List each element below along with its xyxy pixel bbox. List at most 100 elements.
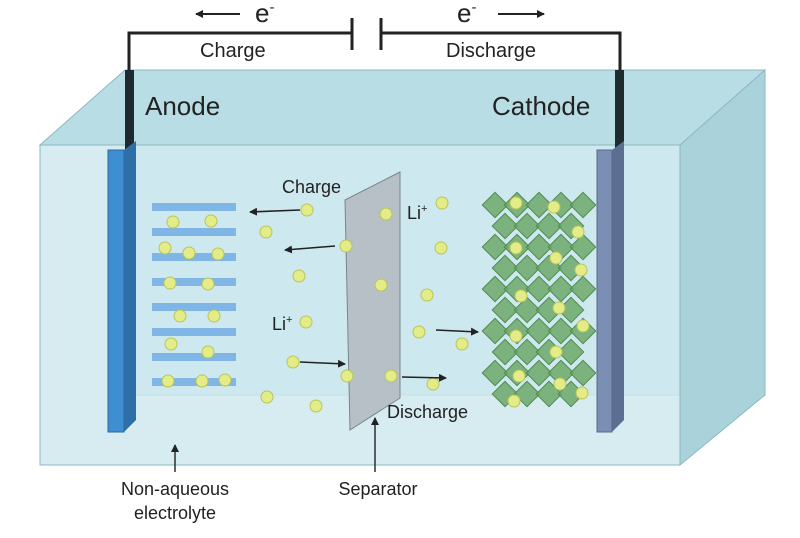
lithium-ion xyxy=(201,345,215,359)
cathode-crystal xyxy=(525,359,553,387)
lithium-ion xyxy=(507,394,521,408)
lithium-ion xyxy=(218,373,232,387)
lithium-ion xyxy=(420,288,434,302)
cathode-crystal xyxy=(525,275,553,303)
lithium-ion xyxy=(549,251,563,265)
anode-label: Anode xyxy=(145,91,220,121)
cathode-plate-side xyxy=(612,141,624,432)
anode-plate xyxy=(107,149,125,433)
lithium-ion xyxy=(286,355,300,369)
cathode-crystal xyxy=(569,233,597,261)
lithium-ion xyxy=(201,277,215,291)
lithium-ion xyxy=(164,337,178,351)
lithium-ion xyxy=(211,247,225,261)
li-ion-label-lower: Li+ xyxy=(272,314,292,334)
anode-layer xyxy=(152,328,236,336)
discharge-label-mid: Discharge xyxy=(387,402,468,422)
lithium-ion xyxy=(339,239,353,253)
separator-label: Separator xyxy=(338,479,417,499)
lithium-ion xyxy=(547,200,561,214)
cathode-crystal xyxy=(513,338,541,366)
lithium-ion xyxy=(195,374,209,388)
anode-terminal xyxy=(125,70,134,150)
lithium-ion xyxy=(574,263,588,277)
electrolyte-label-line1: Non-aqueous xyxy=(121,479,229,499)
lithium-ion xyxy=(300,203,314,217)
lithium-ion xyxy=(259,225,273,239)
cathode-crystal xyxy=(525,317,553,345)
anode-layer xyxy=(152,203,236,211)
lithium-ion xyxy=(455,337,469,351)
cathode-crystal xyxy=(535,212,563,240)
cathode-crystal xyxy=(557,338,585,366)
cathode-crystal xyxy=(547,275,575,303)
cathode-crystal xyxy=(557,296,585,324)
cathode-terminal xyxy=(615,70,624,150)
cathode-crystal xyxy=(525,233,553,261)
cathode xyxy=(596,141,624,433)
lithium-ion xyxy=(374,278,388,292)
lithium-ions xyxy=(158,196,590,413)
cathode-crystal xyxy=(491,254,519,282)
lithium-ion xyxy=(514,289,528,303)
cathode-crystal xyxy=(481,359,509,387)
lithium-ion xyxy=(576,319,590,333)
anode-layer xyxy=(152,303,236,311)
cathode-crystal xyxy=(513,380,541,408)
cathode-crystal xyxy=(513,296,541,324)
lithium-ion xyxy=(158,241,172,255)
ion-flow-arrows xyxy=(249,207,479,382)
cathode-crystal xyxy=(481,191,509,219)
lithium-ion xyxy=(553,377,567,391)
cathode-crystal xyxy=(547,359,575,387)
cathode-crystal xyxy=(569,191,597,219)
charge-label-top: Charge xyxy=(200,40,266,62)
cathode-crystal xyxy=(569,359,597,387)
lithium-ion xyxy=(309,399,323,413)
anode xyxy=(107,141,236,433)
lithium-ion xyxy=(340,369,354,383)
lithium-ion xyxy=(379,207,393,221)
lithium-ion xyxy=(163,276,177,290)
lithium-ion xyxy=(204,214,218,228)
lithium-ion xyxy=(509,196,523,210)
discharge-arrow-3 xyxy=(401,373,447,382)
anode-plate-side xyxy=(124,141,136,432)
cathode-crystal xyxy=(491,212,519,240)
cathode-crystal xyxy=(513,212,541,240)
lithium-ion xyxy=(173,309,187,323)
cathode-crystal xyxy=(481,317,509,345)
lithium-ion xyxy=(575,386,589,400)
lithium-ion xyxy=(182,246,196,260)
lithium-ion xyxy=(552,301,566,315)
lithium-ion xyxy=(512,369,526,383)
electron-label-right: e- xyxy=(457,0,476,28)
lithium-ion xyxy=(260,390,274,404)
anode-layer xyxy=(152,353,236,361)
cathode-crystal xyxy=(481,275,509,303)
lithium-ion xyxy=(426,377,440,391)
discharge-arrow-2 xyxy=(435,327,479,336)
cathode-crystal xyxy=(525,191,553,219)
lithium-ion xyxy=(549,345,563,359)
cathode-crystal xyxy=(547,317,575,345)
charge-arrow-2 xyxy=(284,245,336,254)
electrolyte-label-line2: electrolyte xyxy=(134,503,216,523)
lithium-ion xyxy=(434,241,448,255)
anode-layer xyxy=(152,228,236,236)
anode-layer xyxy=(152,378,236,386)
lithium-ion xyxy=(166,215,180,229)
cathode-crystal xyxy=(481,233,509,261)
li-ion-label-upper: Li+ xyxy=(407,203,427,223)
lithium-ion xyxy=(299,315,313,329)
lithium-ion xyxy=(161,374,175,388)
lithium-ion xyxy=(571,225,585,239)
anode-layer xyxy=(152,278,236,286)
lithium-ion xyxy=(509,329,523,343)
lithium-ion xyxy=(412,325,426,339)
charge-arrow-1 xyxy=(249,207,301,216)
electron-label-left: e- xyxy=(255,0,274,28)
cathode-label: Cathode xyxy=(492,91,590,121)
